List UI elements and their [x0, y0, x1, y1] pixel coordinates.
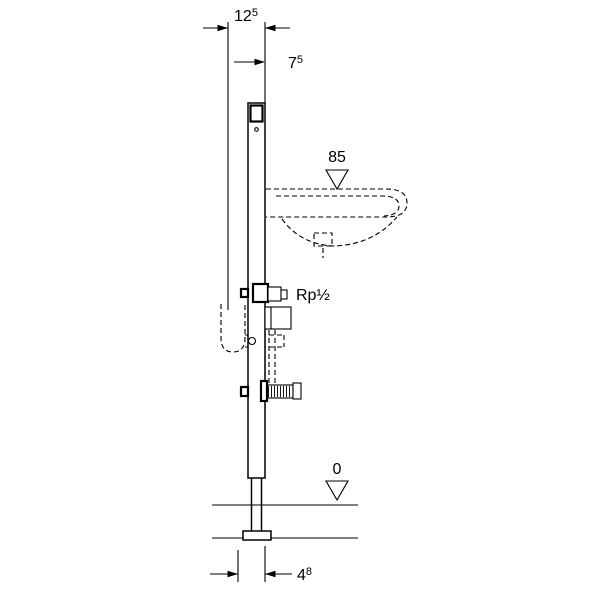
dimension-bottom: 48: [210, 566, 312, 584]
dimension-front-label: 75: [288, 54, 303, 72]
level-triangle-icon: [325, 480, 349, 502]
foot-plate: [242, 530, 272, 541]
floor-lines: [212, 504, 358, 539]
level-85-label: 85: [328, 149, 346, 166]
rod-nut: [292, 382, 302, 400]
trap-body: [220, 304, 246, 353]
arrow-left-icon: [265, 570, 276, 578]
rod-flange: [259, 379, 269, 403]
connection-label: Rp½: [296, 287, 330, 304]
rail-top-hole: [254, 127, 259, 132]
connection-elbow: [251, 282, 270, 304]
level-marker-0: 0: [325, 461, 349, 502]
arrow-left-icon: [265, 24, 276, 32]
connection-socket: [267, 286, 282, 302]
dimension-top-label: 125: [234, 7, 258, 25]
water-connection: Rp½: [239, 282, 330, 330]
rod-body: [264, 384, 294, 399]
dimension-front: 75: [234, 54, 303, 72]
connection-box: [264, 306, 292, 330]
basin-drain: [313, 232, 333, 247]
arrow-right-icon: [227, 570, 238, 578]
rail-hole: [247, 336, 257, 346]
arrow-right-icon: [254, 58, 265, 66]
connection-plug: [280, 289, 288, 300]
siphon-outline: [220, 304, 246, 353]
rod-thread-hatch: [268, 386, 290, 397]
arrow-right-icon: [217, 24, 228, 32]
fixing-rod: [239, 379, 302, 403]
level-triangle-icon: [325, 169, 349, 191]
level-marker-85: 85: [325, 149, 349, 191]
dimension-bottom-label: 48: [297, 566, 312, 584]
basin-rim-outer: [266, 188, 408, 218]
level-0-label: 0: [333, 461, 342, 478]
connection-back-clamp: [239, 287, 250, 299]
extension-lines: [227, 22, 266, 582]
basin-bowl: [281, 216, 398, 247]
rail-top-detail: [249, 104, 264, 123]
basin-rim-inner: [276, 195, 400, 217]
dimension-top: 125: [203, 7, 290, 32]
rail-foot: [242, 478, 272, 541]
washbasin-outline: [266, 188, 408, 258]
rod-back-clamp: [239, 385, 250, 398]
